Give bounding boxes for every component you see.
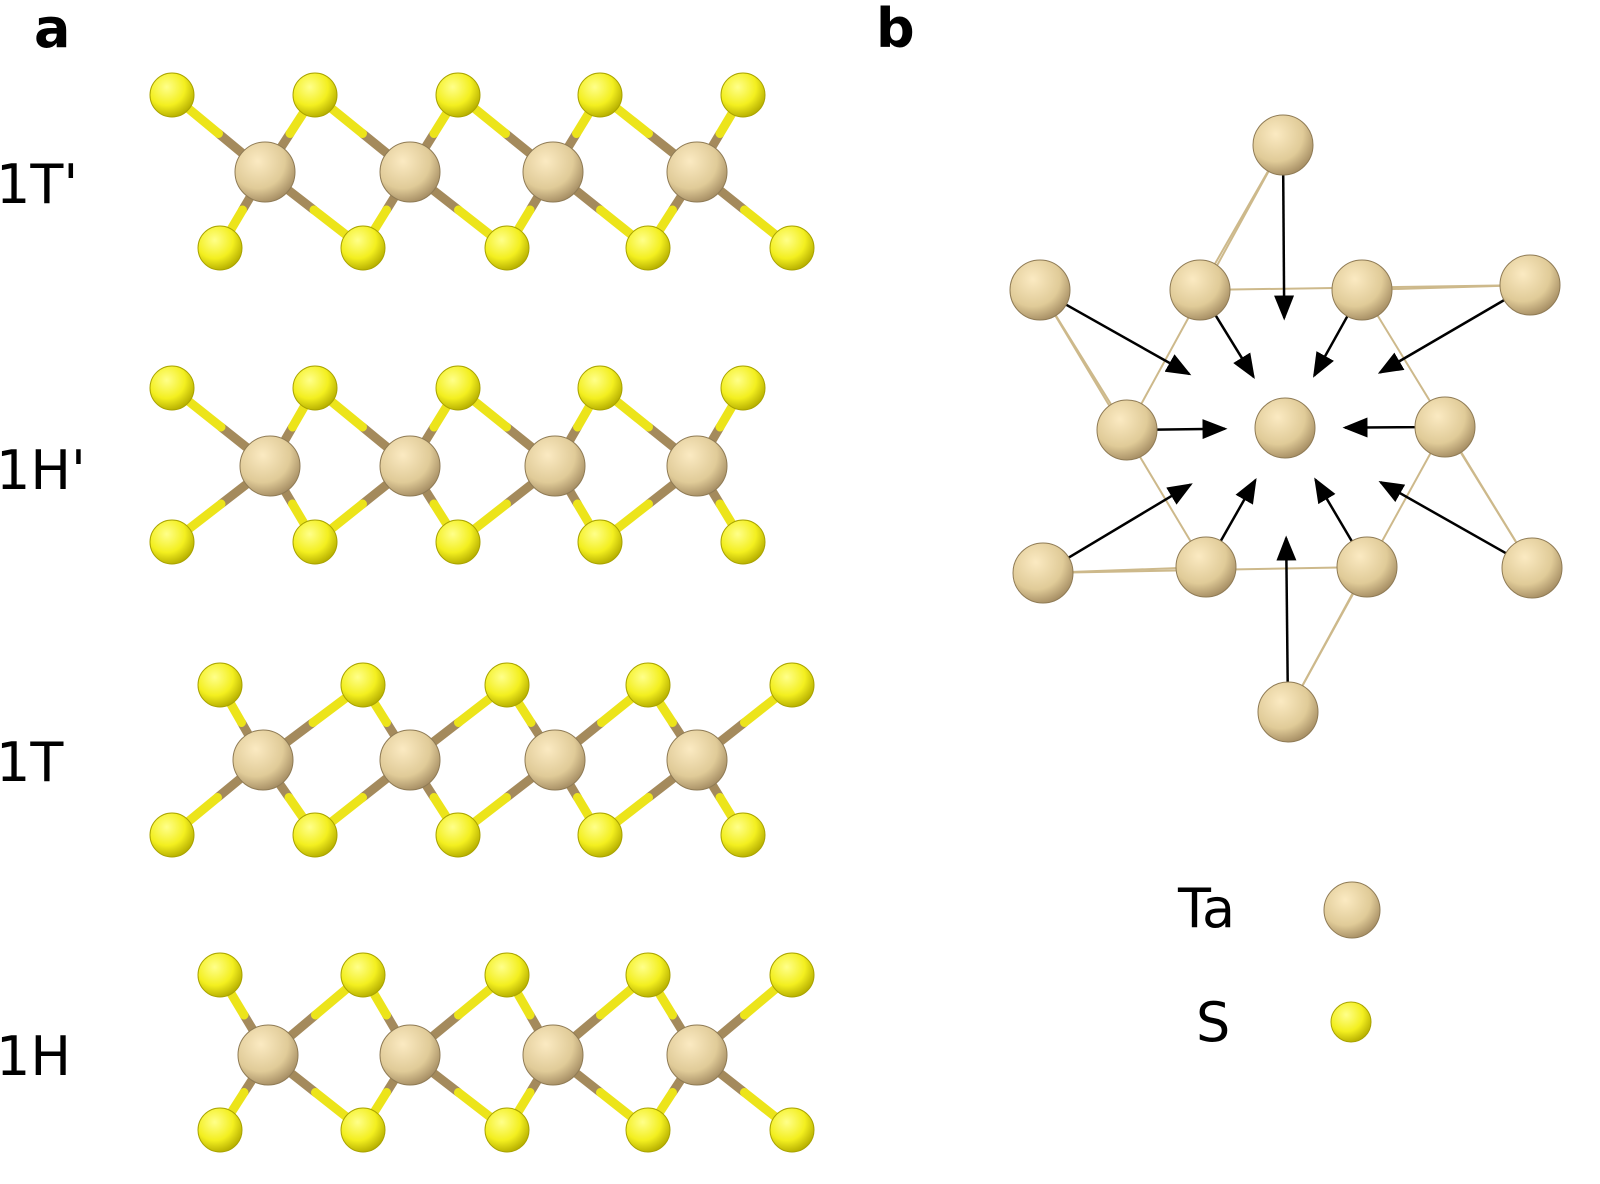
s-atom <box>435 365 481 411</box>
s-atom <box>720 812 766 858</box>
ta-atom <box>1175 536 1237 598</box>
row-label-1t-prime: 1T' <box>0 153 79 216</box>
s-atom <box>340 662 386 708</box>
ta-atom <box>379 1024 441 1086</box>
ta-atom <box>232 729 294 791</box>
s-atom <box>149 812 195 858</box>
displacement-arrow <box>1219 477 1257 542</box>
s-atom <box>720 72 766 118</box>
ta-atom <box>522 141 584 203</box>
displacement-arrow <box>1377 299 1505 374</box>
ta-atom <box>524 729 586 791</box>
s-atom <box>435 812 481 858</box>
ta-atom <box>1009 259 1071 321</box>
ta-atom <box>1252 114 1314 176</box>
ta-atom <box>1254 397 1316 459</box>
s-atom <box>435 72 481 118</box>
displacement-arrow <box>1313 315 1349 378</box>
s-atom <box>769 225 815 271</box>
s-atom <box>577 519 623 565</box>
panel-label-a: a <box>34 0 71 60</box>
row-label-1h: 1H <box>0 1025 71 1088</box>
panel-label-b: b <box>876 0 915 60</box>
ta-atom <box>666 729 728 791</box>
s-atom <box>197 662 243 708</box>
ta-atom <box>1323 881 1381 939</box>
s-atom <box>720 365 766 411</box>
s-atom <box>484 1107 530 1153</box>
s-atom <box>197 225 243 271</box>
ta-atom <box>1336 536 1398 598</box>
ta-atom <box>1169 259 1231 321</box>
s-atom <box>720 519 766 565</box>
s-atom <box>625 225 671 271</box>
s-atom <box>625 1107 671 1153</box>
displacement-arrow <box>1065 303 1192 376</box>
s-atom <box>292 365 338 411</box>
s-atom <box>149 365 195 411</box>
s-atom <box>340 952 386 998</box>
s-atom <box>292 519 338 565</box>
s-atom <box>340 1107 386 1153</box>
row-label-1t: 1T <box>0 731 64 794</box>
ta-atom <box>1257 681 1319 743</box>
legend-label-ta: Ta <box>1178 877 1236 940</box>
s-atom <box>149 72 195 118</box>
s-atom <box>577 365 623 411</box>
ta-atom <box>1499 254 1561 316</box>
ta-atom <box>524 435 586 497</box>
s-atom <box>769 662 815 708</box>
s-atom <box>577 72 623 118</box>
s-atom <box>292 72 338 118</box>
row-label-1h-prime: 1H' <box>0 439 86 502</box>
s-atom <box>292 812 338 858</box>
displacement-arrow <box>1276 535 1297 683</box>
s-atom <box>625 662 671 708</box>
ta-atom <box>666 1024 728 1086</box>
displacement-arrow <box>1068 483 1193 559</box>
s-atom <box>769 952 815 998</box>
s-atom <box>577 812 623 858</box>
s-atom <box>484 952 530 998</box>
ta-atom <box>666 435 728 497</box>
ta-atom <box>1012 542 1074 604</box>
ta-atom <box>1096 399 1158 461</box>
displacement-arrow <box>1378 481 1507 555</box>
displacement-arrow <box>1314 477 1353 542</box>
ta-atom <box>1414 396 1476 458</box>
s-atom <box>625 952 671 998</box>
s-atom <box>484 662 530 708</box>
s-atom <box>484 225 530 271</box>
ta-atom <box>1501 537 1563 599</box>
s-atom <box>435 519 481 565</box>
s-atom <box>197 952 243 998</box>
ta-atom <box>379 729 441 791</box>
s-atom <box>769 1107 815 1153</box>
ta-atom <box>522 1024 584 1086</box>
ta-atom <box>239 435 301 497</box>
ta-atom <box>1331 259 1393 321</box>
ta-atom <box>237 1024 299 1086</box>
displacement-arrow <box>1156 419 1228 440</box>
displacement-arrow <box>1214 314 1255 380</box>
s-atom <box>149 519 195 565</box>
s-atom <box>340 225 386 271</box>
ta-atom <box>666 141 728 203</box>
ta-atom <box>379 141 441 203</box>
s-atom <box>1330 1001 1372 1043</box>
s-atom <box>197 1107 243 1153</box>
ta-atom <box>379 435 441 497</box>
displacement-arrow <box>1274 174 1295 321</box>
legend-label-s: S <box>1196 991 1231 1054</box>
ta-atom <box>234 141 296 203</box>
